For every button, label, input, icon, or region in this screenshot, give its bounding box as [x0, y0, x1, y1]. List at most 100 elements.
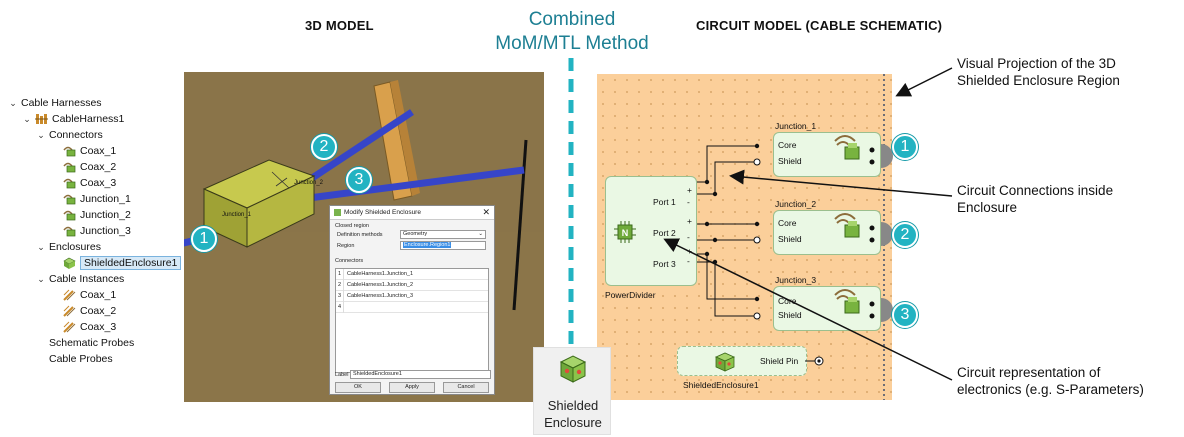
- connector-icon: [63, 177, 76, 189]
- table-row[interactable]: 4: [336, 302, 488, 313]
- cable-instance-icon: [63, 305, 76, 317]
- dialog-title: Modify Shielded Enclosure: [344, 209, 421, 216]
- label-value: ShieldedEnclosure1: [353, 371, 402, 377]
- viewport-label-junction-1: Junction_1: [222, 212, 252, 218]
- port-3-plus: +: [687, 246, 692, 256]
- port-2-minus: -: [687, 232, 690, 242]
- port-2-plus: +: [687, 216, 692, 226]
- tree-item[interactable]: Coax_3: [50, 319, 116, 335]
- connector-icon: [63, 145, 76, 157]
- connector-icon: [63, 209, 76, 221]
- junction-1-name: Junction_1: [775, 121, 817, 131]
- dashed-separator: [568, 58, 574, 350]
- apply-button[interactable]: Apply: [389, 382, 435, 393]
- box-front: [246, 175, 315, 248]
- tree-item[interactable]: Coax_2: [50, 303, 116, 319]
- chevron-down-icon[interactable]: ⌄: [23, 113, 31, 124]
- connector-icon: [63, 225, 76, 237]
- region-label: Region: [337, 243, 355, 249]
- cable-3: [308, 166, 525, 202]
- tree-item-label: Coax_1: [80, 289, 117, 301]
- tree-item[interactable]: Cable Probes: [36, 351, 113, 367]
- tree-item[interactable]: Coax_1: [50, 143, 116, 159]
- label-field[interactable]: ShieldedEnclosure1: [350, 370, 491, 379]
- tree-item-label: Coax_2: [80, 305, 117, 317]
- tree-item[interactable]: Junction_3: [50, 223, 131, 239]
- annotation-visual-projection-line-2: Shielded Enclosure Region: [957, 73, 1120, 88]
- cable-instance-icon: [63, 289, 76, 301]
- power-divider-name: PowerDivider: [605, 290, 656, 300]
- row-number: 3: [336, 291, 344, 302]
- row-value: CableHarness1.Junction_2: [347, 282, 414, 288]
- tree-item-label: Enclosures: [49, 241, 101, 253]
- heading-combined-method: Combined MoM/MTL Method: [482, 8, 662, 56]
- annotation-circuit-representation-line-1: Circuit representation of: [957, 365, 1101, 380]
- annotation-circuit-representation-line-2: electronics (e.g. S-Parameters): [957, 382, 1144, 397]
- port-1-minus: -: [687, 197, 690, 207]
- tree-item[interactable]: Schematic Probes: [36, 335, 134, 351]
- definition-methods-value: Geometry: [403, 231, 428, 237]
- badge-2-schematic: 2: [892, 222, 918, 248]
- tree-item-label: Cable Probes: [49, 353, 113, 365]
- connector-icon: [834, 135, 860, 160]
- port-3-label: Port 3: [653, 259, 676, 269]
- tree-item[interactable]: Coax_2: [50, 159, 116, 175]
- tree-item[interactable]: Coax_3: [50, 175, 116, 191]
- chevron-down-icon[interactable]: ⌄: [37, 241, 45, 252]
- row-number: 4: [336, 302, 344, 313]
- annotation-circuit-connections-line-1: Circuit Connections inside: [957, 183, 1114, 198]
- cancel-button[interactable]: Cancel: [443, 382, 489, 393]
- power-divider-block[interactable]: Port 1 Port 2 Port 3 N: [605, 176, 697, 286]
- shielded-enclosure-block[interactable]: Shield Pin: [677, 346, 807, 376]
- tree-item[interactable]: ⌄ Connectors: [36, 127, 103, 143]
- tree-item-label: Coax_3: [80, 321, 117, 333]
- tree-item[interactable]: ⌄ Enclosures: [36, 239, 101, 255]
- tree-item[interactable]: Junction_2: [50, 207, 131, 223]
- dialog-title-bar: Modify Shielded Enclosure ✕: [330, 206, 494, 220]
- tree-item-label: Junction_3: [80, 225, 131, 237]
- ok-button[interactable]: OK: [335, 382, 381, 393]
- chevron-down-icon[interactable]: ⌄: [37, 129, 45, 140]
- row-value: CableHarness1.Junction_1: [347, 271, 414, 277]
- junction-1-core: Core: [778, 140, 797, 150]
- shielded-enclosure-name: ShieldedEnclosure1: [683, 380, 759, 390]
- shield-pin-connector: [805, 356, 824, 366]
- dialog-app-icon: [334, 209, 341, 216]
- port-3-minus: -: [687, 256, 690, 266]
- shield-pin-label: Shield Pin: [760, 356, 799, 366]
- badge-1-3d: 1: [191, 226, 217, 252]
- chevron-down-icon[interactable]: ⌄: [9, 97, 17, 108]
- heading-3d-model: 3D MODEL: [305, 18, 374, 33]
- tree-item[interactable]: ⌄CableHarness1: [22, 111, 124, 127]
- chevron-down-icon[interactable]: ⌄: [37, 273, 45, 284]
- svg-text:N: N: [622, 228, 629, 238]
- junction-1-shield: Shield: [778, 156, 802, 166]
- definition-methods-select[interactable]: Geometry ⌄: [400, 230, 486, 239]
- junction-2-name: Junction_2: [775, 199, 817, 209]
- junction-1-block[interactable]: Core Shield: [773, 132, 881, 177]
- tree-item-label: Connectors: [49, 129, 103, 141]
- row-value: CableHarness1.Junction_3: [347, 293, 414, 299]
- shielded-enclosure-palette-button[interactable]: Shielded Enclosure: [533, 347, 611, 435]
- badge-1-schematic: 1: [892, 134, 918, 160]
- region-field[interactable]: Enclosure.Region1: [400, 241, 486, 250]
- enclosure-icon: [715, 352, 735, 372]
- antenna-rod: [512, 139, 528, 311]
- tree-item[interactable]: ⌄Cable Harnesses: [8, 95, 101, 111]
- tree-item[interactable]: ⌄Cable Instances: [36, 271, 124, 287]
- tree-item[interactable]: ShieldedEnclosure1: [50, 255, 182, 271]
- chip-icon: N: [614, 221, 636, 243]
- tree-item-label: Coax_2: [80, 161, 117, 173]
- definition-methods-label: Definition methods: [337, 232, 383, 238]
- tree-item[interactable]: Junction_1: [50, 191, 131, 207]
- port-2-label: Port 2: [653, 228, 676, 238]
- tree-item[interactable]: Coax_1: [50, 287, 116, 303]
- dialog-section-region: Closed region: [335, 223, 369, 229]
- annotation-circuit-representation: Circuit representation of electronics (e…: [957, 364, 1144, 398]
- close-icon[interactable]: ✕: [482, 207, 490, 217]
- chevron-down-icon: ⌄: [478, 231, 483, 237]
